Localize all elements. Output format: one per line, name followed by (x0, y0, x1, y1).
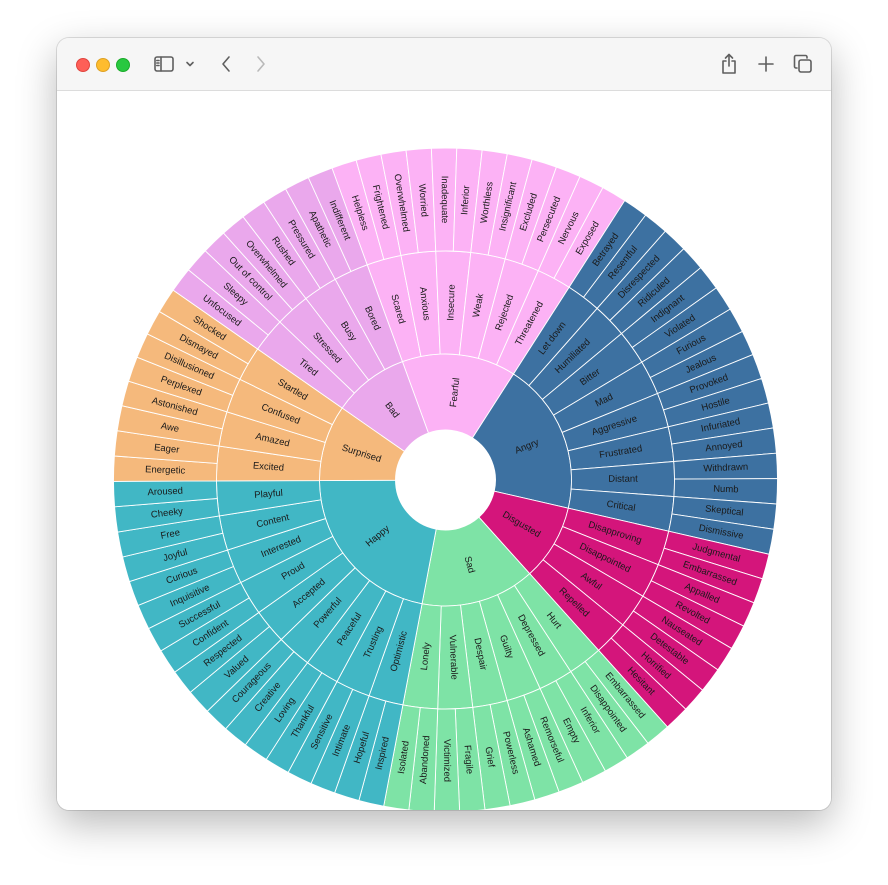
leaf-label: Eager (154, 442, 180, 456)
sidebar-icon[interactable] (152, 52, 176, 76)
chevron-down-icon[interactable] (180, 52, 200, 76)
leaf-label: Awe (160, 421, 180, 435)
tabs-overview-icon[interactable] (791, 52, 815, 76)
close-light[interactable] (76, 58, 90, 72)
subcategory-label: Anxious (417, 286, 432, 321)
minimize-light[interactable] (96, 58, 110, 72)
leaf-label: Isolated (396, 740, 412, 775)
leaf-label: Annoyed (705, 439, 744, 454)
leaf-label: Aroused (147, 486, 183, 498)
subcategory-label: Critical (606, 499, 636, 514)
subcategory-label: Lonely (419, 642, 433, 671)
leaf-label: Victimized (441, 739, 452, 782)
leaf-label: Inferior (459, 185, 472, 215)
leaf-label: Fragile (462, 745, 475, 775)
leaf-label: Energetic (145, 464, 186, 476)
subcategory-label: Excited (253, 461, 285, 474)
subcategory-label: Insecure (445, 284, 457, 321)
leaf-label: Skeptical (705, 503, 745, 518)
category-label: Fearful (448, 377, 462, 408)
back-icon[interactable] (214, 52, 238, 76)
zoom-light[interactable] (116, 58, 130, 72)
subcategory-label: Vulnerable (447, 635, 460, 681)
category-label: Sad (462, 555, 477, 574)
new-tab-icon[interactable] (754, 52, 778, 76)
leaf-label: Free (160, 527, 181, 542)
forward-icon (249, 52, 273, 76)
subcategory-label: Playful (254, 488, 283, 501)
leaf-label: Abandoned (418, 735, 432, 784)
leaf-label: Worried (416, 183, 430, 217)
subcategory-label: Distant (608, 474, 638, 485)
leaf-label: Numb (713, 484, 739, 496)
leaf-label: Grief (482, 746, 496, 768)
subcategory-label: Weak (471, 292, 486, 318)
leaf-label: Cheeky (150, 506, 184, 521)
toolbar (57, 38, 831, 91)
share-icon[interactable] (717, 52, 741, 76)
leaf-segment (307, 167, 368, 273)
leaf-label: Withdrawn (703, 462, 748, 475)
leaf-label: Inadequate (439, 176, 450, 224)
